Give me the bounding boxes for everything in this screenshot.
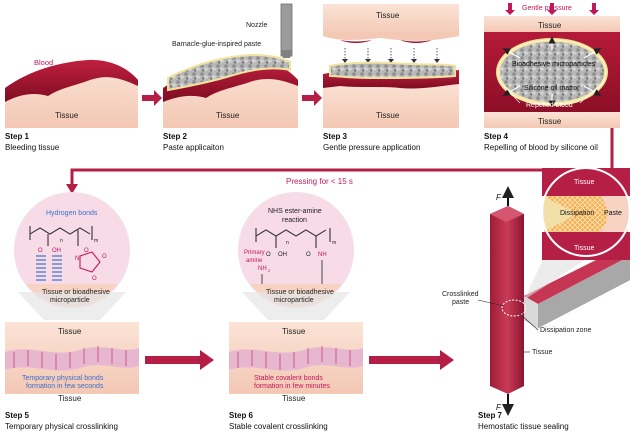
chem-2-sub: 2 (268, 268, 271, 273)
nozzle-shape (280, 3, 293, 57)
bioadhesive-microparticles-label: Bioadhesive microparticles (512, 61, 596, 68)
chem-m-sub: m (94, 238, 98, 244)
temporary-bonds-label-1: Temporary physical bonds (22, 375, 104, 382)
step5-number: Step 5 (5, 411, 30, 420)
repelled-blood-label: Repelled blood (526, 102, 573, 109)
step4-panel: Gentle pressure Tissue Tissue Bioadhesiv… (484, 3, 620, 128)
blood-label: Blood (34, 58, 53, 67)
chem-o: O (84, 248, 89, 254)
tissue-label: Tissue (216, 111, 240, 120)
flow-arrow-5 (145, 350, 214, 370)
tissue-or-bioadhesive-label: Tissue or bioadhesive (42, 289, 110, 296)
flow-arrow-1 (142, 90, 162, 106)
step2-number: Step 2 (163, 132, 188, 141)
chem-m-sub: m (332, 240, 336, 246)
chem-o: O (306, 252, 311, 258)
step3-caption: Gentle pressure application (323, 143, 420, 152)
step1-number: Step 1 (5, 132, 30, 141)
tissue-label: Tissue (376, 11, 400, 20)
step4-number: Step 4 (484, 132, 509, 141)
step7-panel: F F Tissue Tissue Dissipation Paste Cros… (442, 167, 631, 416)
step3-number: Step 3 (323, 132, 348, 141)
step4-caption: Repelling of blood by silicone oil (484, 143, 598, 152)
step6-panel: NHS ester-amine reaction OH O O NH n m P… (229, 192, 363, 403)
tissue-label: Tissue (282, 394, 306, 403)
tissue-label: Tissue (538, 117, 562, 126)
chem-o: O (102, 254, 107, 260)
flow-arrow-6 (369, 350, 454, 370)
tissue-label: Tissue (282, 327, 306, 336)
tissue-label: Tissue (538, 21, 562, 30)
chem-oh: OH (278, 252, 287, 258)
step1-panel: Blood Tissue (5, 58, 138, 128)
crosslinked-paste-label-1: Crosslinked (442, 291, 479, 298)
step7-caption: Hemostatic tissue sealing (478, 422, 569, 431)
temporary-bonds-label-2: formation in few seconds (26, 383, 104, 390)
step3-panel: Tissue Tissue (323, 4, 459, 128)
tissue-label: Tissue (55, 111, 79, 120)
tissue-label: Tissue (58, 394, 82, 403)
chem-oh: OH (52, 248, 61, 254)
chem-nh2: NH (258, 266, 267, 272)
nhs-reaction-label-2: reaction (282, 217, 307, 224)
gentle-pressure-label: Gentle pressure (522, 5, 572, 12)
pressing-label: Pressing for < 15 s (286, 177, 353, 186)
primary-amine-label-1: Primary (244, 250, 265, 256)
chem-nh: NH (318, 252, 327, 258)
flow-arrow-2 (302, 90, 322, 106)
microparticle-label: microparticle (274, 297, 314, 304)
silicone-oil-matrix-label: Silicone oil matrix (524, 85, 579, 92)
primary-amine-label-2: amine (246, 258, 263, 264)
step7-number: Step 7 (478, 411, 503, 420)
nozzle-label: Nozzle (246, 22, 268, 29)
tissue-label: Tissue (574, 179, 594, 186)
force-label-top: F (496, 193, 502, 202)
step2-panel: Nozzle Barnacle-glue-inspired paste Tiss… (163, 3, 298, 128)
crosslinked-paste-label-2: paste (452, 299, 469, 306)
step5-caption: Temporary physical crosslinking (5, 422, 118, 431)
pressing-arrow: Pressing for < 15 s (66, 128, 614, 194)
step6-number: Step 6 (229, 411, 254, 420)
tissue-label: Tissue (532, 349, 552, 356)
chem-n-sub: n (286, 240, 289, 246)
dissipation-label: Dissipation (560, 210, 594, 217)
tissue-or-bioadhesive-label: Tissue or bioadhesive (266, 289, 334, 296)
stable-bonds-label-1: Stable covalent bonds (254, 375, 323, 382)
microparticle-label: microparticle (50, 297, 90, 304)
step2-caption: Paste applicaiton (163, 143, 224, 152)
paste-label: Barnacle-glue-inspired paste (172, 41, 261, 48)
step5-panel: Hydrogen bonds OH O O n m N O O Tissue o… (5, 192, 139, 403)
dissipation-zone-label: Dissipation zone (540, 327, 591, 334)
tissue-label: Tissue (574, 245, 594, 252)
paste-short-label: Paste (604, 210, 622, 217)
nhs-reaction-label-1: NHS ester-amine (268, 208, 322, 215)
chem-o: O (38, 248, 43, 254)
step6-caption: Stable covalent crosslinking (229, 422, 328, 431)
chem-o: O (266, 252, 271, 258)
tissue-label: Tissue (376, 111, 400, 120)
stable-bonds-label-2: formation in few minutes (254, 383, 330, 390)
hydrogen-bonds-label: Hydrogen bonds (46, 210, 98, 217)
chem-n: N (75, 256, 79, 262)
chem-n-sub: n (60, 238, 63, 244)
tissue-label: Tissue (58, 327, 82, 336)
step1-caption: Bleeding tissue (5, 143, 60, 152)
chem-o: O (92, 276, 97, 282)
force-label-bottom: F (496, 403, 502, 412)
